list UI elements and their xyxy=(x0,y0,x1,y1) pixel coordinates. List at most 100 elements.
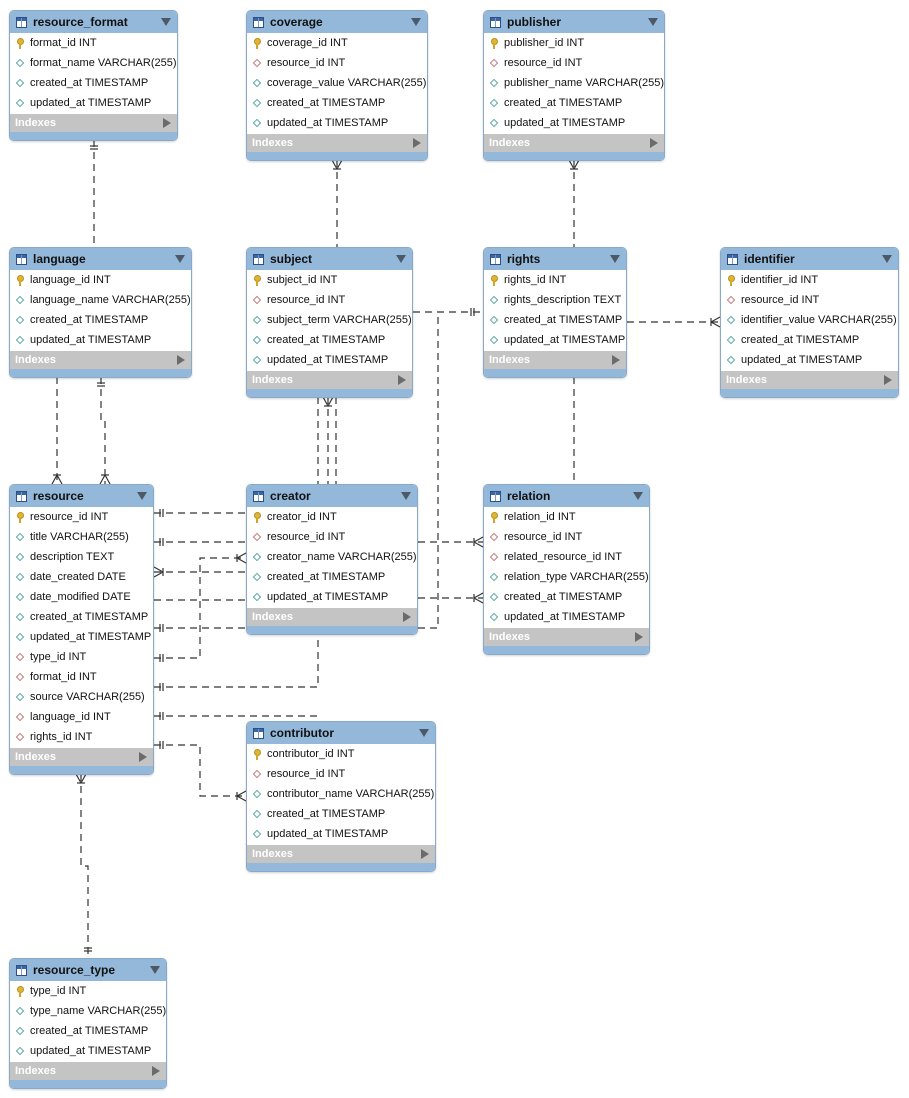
column-row[interactable]: subject_id INT xyxy=(247,270,412,290)
table-header[interactable]: relation xyxy=(484,485,649,507)
expand-arrow-icon[interactable] xyxy=(650,138,658,148)
column-row[interactable]: relation_id INT xyxy=(484,507,649,527)
collapse-triangle-icon[interactable] xyxy=(882,255,892,263)
column-row[interactable]: updated_at TIMESTAMP xyxy=(484,113,664,133)
column-row[interactable]: source VARCHAR(255) xyxy=(10,687,153,707)
column-row[interactable]: updated_at TIMESTAMP xyxy=(247,587,417,607)
table-header[interactable]: resource xyxy=(10,485,153,507)
column-row[interactable]: identifier_value VARCHAR(255) xyxy=(721,310,898,330)
indexes-section[interactable]: Indexes xyxy=(721,371,898,389)
expand-arrow-icon[interactable] xyxy=(139,752,147,762)
table-header[interactable]: coverage xyxy=(247,11,427,33)
expand-arrow-icon[interactable] xyxy=(612,355,620,365)
column-row[interactable]: description TEXT xyxy=(10,547,153,567)
column-row[interactable]: resource_id INT xyxy=(247,764,435,784)
column-row[interactable]: type_id INT xyxy=(10,981,166,1001)
column-row[interactable]: creator_id INT xyxy=(247,507,417,527)
column-row[interactable]: created_at TIMESTAMP xyxy=(484,93,664,113)
column-row[interactable]: date_created DATE xyxy=(10,567,153,587)
column-row[interactable]: resource_id INT xyxy=(10,507,153,527)
column-row[interactable]: created_at TIMESTAMP xyxy=(10,607,153,627)
expand-arrow-icon[interactable] xyxy=(163,118,171,128)
table-header[interactable]: publisher xyxy=(484,11,664,33)
column-row[interactable]: related_resource_id INT xyxy=(484,547,649,567)
collapse-triangle-icon[interactable] xyxy=(150,966,160,974)
collapse-triangle-icon[interactable] xyxy=(610,255,620,263)
column-row[interactable]: updated_at TIMESTAMP xyxy=(247,113,427,133)
column-row[interactable]: rights_id INT xyxy=(10,727,153,747)
column-row[interactable]: language_id INT xyxy=(10,270,191,290)
column-row[interactable]: contributor_name VARCHAR(255) xyxy=(247,784,435,804)
indexes-section[interactable]: Indexes xyxy=(484,351,626,369)
table-header[interactable]: creator xyxy=(247,485,417,507)
column-row[interactable]: creator_name VARCHAR(255) xyxy=(247,547,417,567)
column-row[interactable]: created_at TIMESTAMP xyxy=(10,73,177,93)
indexes-section[interactable]: Indexes xyxy=(247,134,427,152)
indexes-section[interactable]: Indexes xyxy=(247,371,412,389)
column-row[interactable]: language_name VARCHAR(255) xyxy=(10,290,191,310)
column-row[interactable]: created_at TIMESTAMP xyxy=(484,310,626,330)
indexes-section[interactable]: Indexes xyxy=(10,1062,166,1080)
column-row[interactable]: created_at TIMESTAMP xyxy=(10,1021,166,1041)
expand-arrow-icon[interactable] xyxy=(421,849,429,859)
collapse-triangle-icon[interactable] xyxy=(648,18,658,26)
expand-arrow-icon[interactable] xyxy=(177,355,185,365)
column-row[interactable]: created_at TIMESTAMP xyxy=(247,330,412,350)
column-row[interactable]: publisher_name VARCHAR(255) xyxy=(484,73,664,93)
column-row[interactable]: language_id INT xyxy=(10,707,153,727)
column-row[interactable]: resource_id INT xyxy=(247,53,427,73)
collapse-triangle-icon[interactable] xyxy=(633,492,643,500)
indexes-section[interactable]: Indexes xyxy=(247,845,435,863)
column-row[interactable]: type_id INT xyxy=(10,647,153,667)
column-row[interactable]: updated_at TIMESTAMP xyxy=(721,350,898,370)
column-row[interactable]: resource_id INT xyxy=(484,53,664,73)
column-row[interactable]: format_id INT xyxy=(10,667,153,687)
expand-arrow-icon[interactable] xyxy=(635,632,643,642)
indexes-section[interactable]: Indexes xyxy=(10,748,153,766)
column-row[interactable]: updated_at TIMESTAMP xyxy=(247,350,412,370)
table-header[interactable]: identifier xyxy=(721,248,898,270)
table-header[interactable]: subject xyxy=(247,248,412,270)
column-row[interactable]: created_at TIMESTAMP xyxy=(247,567,417,587)
column-row[interactable]: updated_at TIMESTAMP xyxy=(10,1041,166,1061)
column-row[interactable]: resource_id INT xyxy=(484,527,649,547)
column-row[interactable]: subject_term VARCHAR(255) xyxy=(247,310,412,330)
column-row[interactable]: resource_id INT xyxy=(721,290,898,310)
column-row[interactable]: identifier_id INT xyxy=(721,270,898,290)
column-row[interactable]: format_id INT xyxy=(10,33,177,53)
indexes-section[interactable]: Indexes xyxy=(247,608,417,626)
collapse-triangle-icon[interactable] xyxy=(137,492,147,500)
column-row[interactable]: updated_at TIMESTAMP xyxy=(10,627,153,647)
indexes-section[interactable]: Indexes xyxy=(484,628,649,646)
column-row[interactable]: format_name VARCHAR(255) xyxy=(10,53,177,73)
table-header[interactable]: rights xyxy=(484,248,626,270)
column-row[interactable]: title VARCHAR(255) xyxy=(10,527,153,547)
indexes-section[interactable]: Indexes xyxy=(10,114,177,132)
collapse-triangle-icon[interactable] xyxy=(419,729,429,737)
column-row[interactable]: created_at TIMESTAMP xyxy=(10,310,191,330)
column-row[interactable]: created_at TIMESTAMP xyxy=(247,93,427,113)
column-row[interactable]: created_at TIMESTAMP xyxy=(721,330,898,350)
collapse-triangle-icon[interactable] xyxy=(175,255,185,263)
column-row[interactable]: contributor_id INT xyxy=(247,744,435,764)
table-header[interactable]: resource_type xyxy=(10,959,166,981)
collapse-triangle-icon[interactable] xyxy=(411,18,421,26)
column-row[interactable]: date_modified DATE xyxy=(10,587,153,607)
table-header[interactable]: resource_format xyxy=(10,11,177,33)
column-row[interactable]: updated_at TIMESTAMP xyxy=(247,824,435,844)
column-row[interactable]: resource_id INT xyxy=(247,527,417,547)
column-row[interactable]: coverage_id INT xyxy=(247,33,427,53)
collapse-triangle-icon[interactable] xyxy=(396,255,406,263)
column-row[interactable]: rights_description TEXT xyxy=(484,290,626,310)
column-row[interactable]: resource_id INT xyxy=(247,290,412,310)
column-row[interactable]: updated_at TIMESTAMP xyxy=(10,330,191,350)
column-row[interactable]: publisher_id INT xyxy=(484,33,664,53)
